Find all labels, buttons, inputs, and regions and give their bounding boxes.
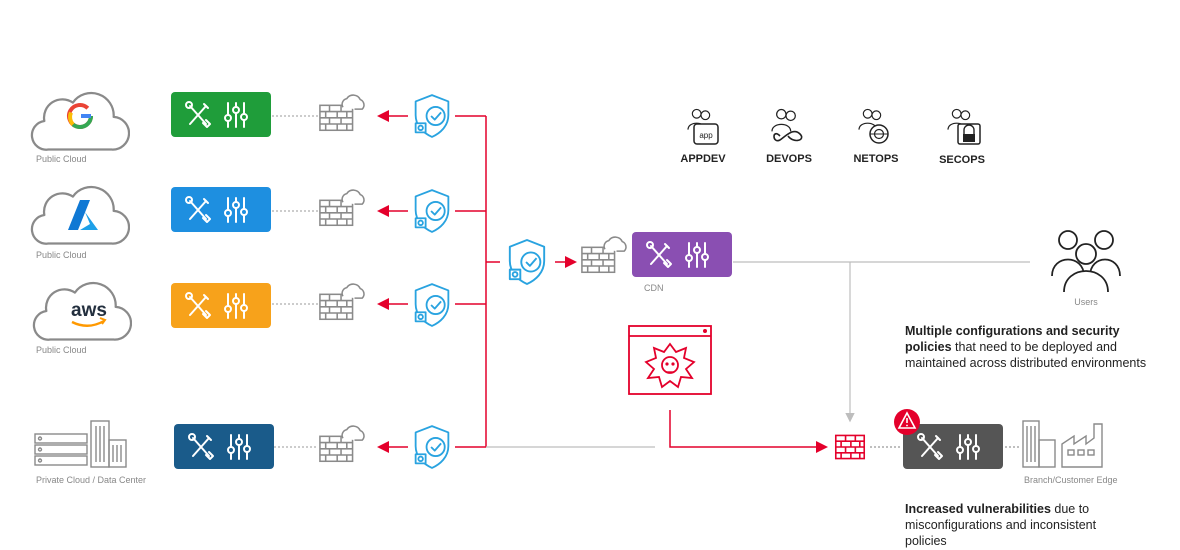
console-box <box>171 92 271 137</box>
console-box <box>171 187 271 232</box>
team-devops: DEVOPS <box>766 108 812 165</box>
team-secops: SECOPS <box>939 108 985 166</box>
warning-badge <box>894 409 920 435</box>
team-label: DEVOPS <box>766 153 812 165</box>
burst-icon <box>644 342 696 389</box>
devops-team-icon <box>771 108 796 132</box>
console-cdn <box>632 232 732 277</box>
shield-check-icon <box>414 425 450 469</box>
firewall-icon <box>319 283 365 321</box>
cloud-icon <box>30 91 130 151</box>
azure-logo <box>68 200 98 230</box>
vulnerability-note: Increased vulnerabilities due to misconf… <box>905 501 1105 549</box>
team-label: APPDEV <box>680 153 726 165</box>
firewall-icon <box>319 189 365 227</box>
console-box <box>903 424 1003 469</box>
app-badge-icon <box>693 123 719 145</box>
users-icon <box>1051 230 1121 293</box>
firewall-icon <box>319 425 365 463</box>
datacenter-label: Private Cloud / Data Center <box>36 475 146 485</box>
branch-label: Branch/Customer Edge <box>1024 475 1118 485</box>
public-cloud-aws: aws Public Cloud <box>32 281 132 355</box>
console-box <box>171 283 271 328</box>
red-connector-network <box>377 110 828 453</box>
private-datacenter: Private Cloud / Data Center <box>34 420 146 485</box>
users-label: Users <box>1074 297 1098 307</box>
note-bold: Increased vulnerabilities <box>905 502 1051 516</box>
public-cloud-azure: Public Cloud <box>30 185 130 260</box>
shield-check-icon <box>414 283 450 327</box>
shield-check-icon <box>414 94 450 138</box>
cloud-label: Public Cloud <box>36 345 87 355</box>
console-box <box>632 232 732 277</box>
warning-icon <box>897 411 917 429</box>
console-google <box>171 92 271 137</box>
branch-building-icon <box>1022 420 1056 468</box>
server-rack-icon <box>34 433 88 466</box>
gray-connector-network <box>486 261 1030 448</box>
console-box <box>174 424 274 469</box>
aws-arrow-icon <box>99 317 107 325</box>
app-badge-text: app <box>699 131 713 140</box>
cdn-firewall-icon <box>581 236 627 274</box>
cloud-label: Public Cloud <box>36 250 87 260</box>
team-label: NETOPS <box>853 153 898 165</box>
note-bold: Multiple configurations and security pol… <box>905 324 1120 354</box>
factory-icon <box>1061 423 1103 468</box>
console-aws <box>171 283 271 328</box>
note-text: due to misconfigurations and inconsisten… <box>905 502 1097 548</box>
note-text: that need to be deployed and maintained … <box>905 340 1147 370</box>
firewall-icon <box>319 94 365 132</box>
shield-check-icon <box>414 189 450 233</box>
public-cloud-google: Public Cloud <box>30 91 130 164</box>
team-appdev: app APPDEV <box>680 108 726 165</box>
infinity-icon <box>773 130 803 142</box>
console-azure <box>171 187 271 232</box>
team-label: SECOPS <box>939 154 985 166</box>
users-group: Users <box>1051 230 1121 307</box>
building-icon <box>90 420 127 468</box>
multiple-config-note: Multiple configurations and security pol… <box>905 323 1155 371</box>
malware-window <box>628 325 712 395</box>
team-netops: NETOPS <box>853 108 899 165</box>
console-datacenter <box>174 424 274 469</box>
cloud-label: Public Cloud <box>36 154 87 164</box>
central-shield-icon <box>508 239 546 285</box>
cdn-label: CDN <box>644 283 664 293</box>
console-branch <box>903 424 1003 469</box>
aws-logo-text: aws <box>71 300 107 321</box>
google-g-logo <box>67 102 94 130</box>
dotted-console-links <box>272 115 318 448</box>
skull-icon <box>661 356 679 374</box>
red-firewall-icon <box>834 434 866 460</box>
aws-smile-icon <box>71 319 105 327</box>
